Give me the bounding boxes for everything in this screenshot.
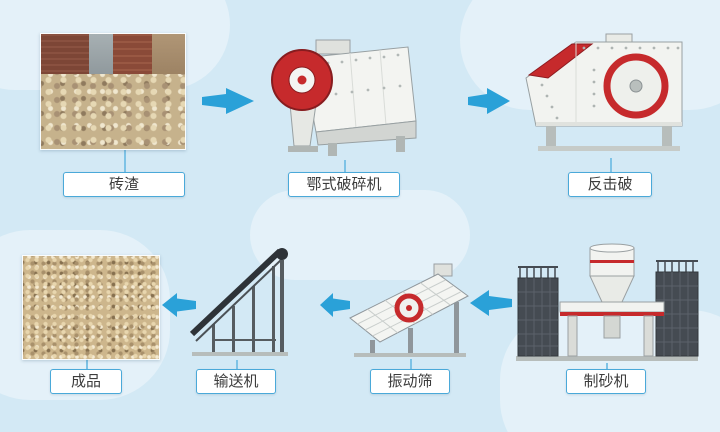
- label-connector: [86, 358, 88, 369]
- gray-building: [88, 34, 113, 76]
- brick-building: [113, 34, 152, 76]
- label-connector: [610, 158, 612, 172]
- impact-crusher-illustration: [514, 30, 694, 160]
- label-connector: [606, 363, 608, 369]
- flow-arrow-left-icon: [320, 293, 350, 321]
- label-impact-crusher: 反击破: [568, 172, 652, 197]
- rubble-texture: [41, 74, 185, 149]
- finished-product-photo: [22, 255, 160, 360]
- label-vibrating-screen: 振动筛: [370, 369, 450, 394]
- tan-building: [151, 34, 185, 76]
- label-connector: [236, 360, 238, 369]
- flow-arrow-right-icon: [202, 88, 254, 118]
- brick-slag-photo: [40, 33, 186, 150]
- jaw-crusher-svg: [271, 39, 417, 156]
- background-cloud: [250, 190, 470, 280]
- vibrating-screen-svg: [349, 263, 469, 357]
- label-brick-slag: 砖渣: [63, 172, 185, 197]
- label-connector: [344, 160, 346, 172]
- brick-building: [41, 34, 89, 76]
- sand-maker-illustration: [512, 240, 702, 365]
- label-jaw-crusher: 鄂式破碎机: [288, 172, 400, 197]
- vibrating-screen-illustration: [346, 256, 474, 361]
- flow-arrow-right-icon: [468, 88, 510, 118]
- label-connector: [410, 359, 412, 369]
- label-connector: [124, 150, 126, 172]
- label-conveyor: 输送机: [196, 369, 276, 394]
- conveyor-illustration: [188, 240, 323, 362]
- label-finished-product: 成品: [50, 369, 122, 394]
- jaw-crusher-illustration: [256, 28, 426, 163]
- flow-arrow-left-icon: [162, 293, 196, 321]
- buildings-backdrop: [41, 34, 185, 76]
- impact-crusher-svg: [525, 33, 683, 151]
- conveyor-svg: [189, 248, 288, 356]
- label-sand-maker: 制砂机: [566, 369, 646, 394]
- flow-arrow-left-icon: [470, 290, 512, 320]
- sand-texture: [23, 256, 159, 359]
- sand-maker-svg: [516, 243, 699, 361]
